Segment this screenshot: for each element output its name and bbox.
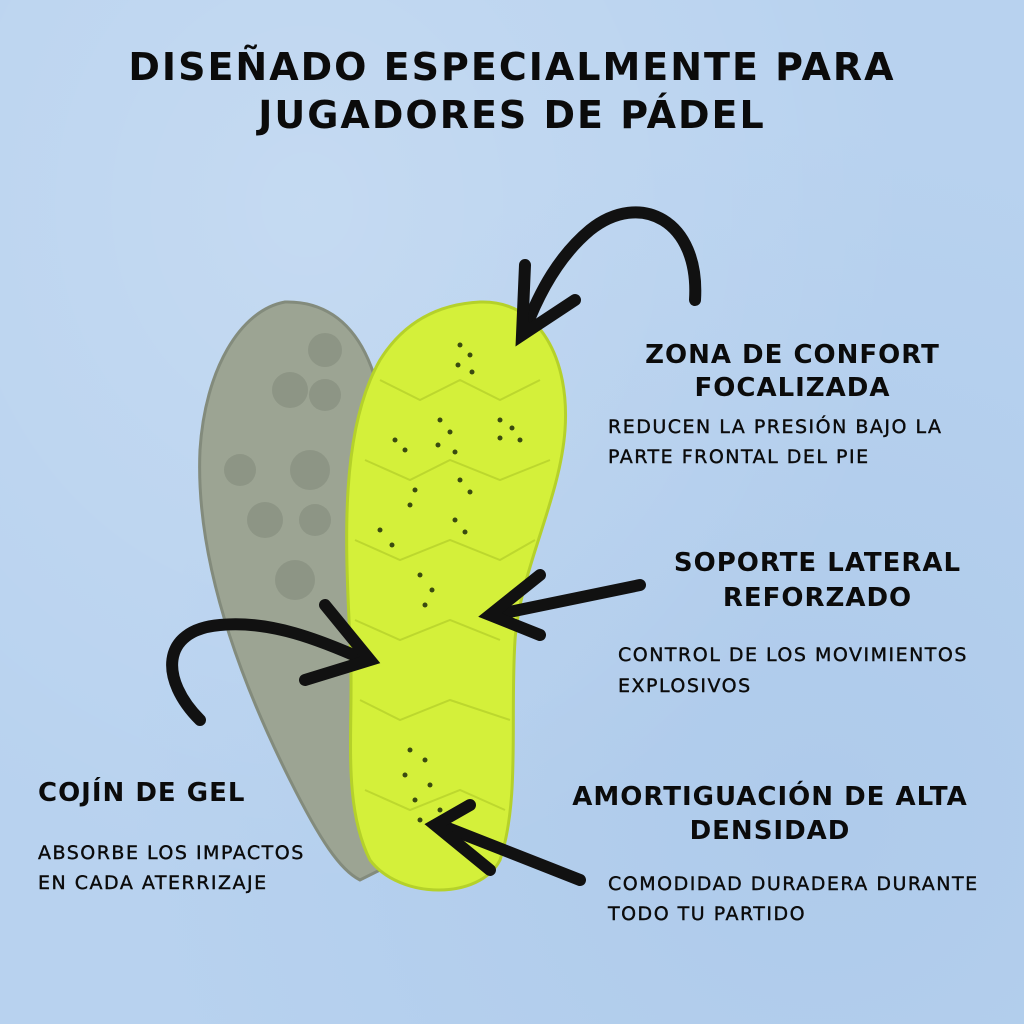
lateral-support-desc: CONTROL DE LOS MOVIMIENTOS (618, 644, 968, 666)
lateral-support-desc-2: EXPLOSIVOS (618, 675, 752, 697)
arrow-lateral-support-head (478, 569, 546, 641)
gel-cushion-desc: ABSORBE LOS IMPACTOS (38, 842, 305, 864)
lateral-support-heading-2: REFORZADO (722, 583, 913, 613)
title-line-1: DISEÑADO ESPECIALMENTE PARA (128, 45, 896, 89)
comfort-zone-desc: REDUCEN LA PRESIÓN BAJO LA (608, 416, 943, 438)
arrows (166, 206, 702, 886)
density-desc-2: TODO TU PARTIDO (608, 903, 807, 925)
arrow-lateral-support (489, 579, 646, 621)
arrow-comfort-zone-head (515, 259, 581, 347)
arrow-gel-cushion (166, 618, 371, 726)
density-heading-2: DENSIDAD (689, 816, 851, 846)
arrow-gel-cushion-head (299, 599, 381, 686)
title-line-2: JUGADORES DE PÁDEL (258, 93, 766, 137)
arrow-density (434, 819, 586, 886)
gel-cushion-desc-2: EN CADA ATERRIZAJE (38, 872, 268, 894)
gel-cushion-heading: COJÍN DE GEL (38, 778, 246, 808)
green-insole (345, 300, 568, 892)
arrow-comfort-zone (519, 206, 702, 336)
comfort-zone-heading-2: FOCALIZADA (694, 373, 891, 403)
density-desc: COMODIDAD DURADERA DURANTE (608, 873, 979, 895)
comfort-zone-desc-2: PARTE FRONTAL DEL PIE (608, 446, 870, 468)
density-heading: AMORTIGUACIÓN DE ALTA (572, 782, 968, 812)
lateral-support-heading: SOPORTE LATERAL (673, 548, 962, 578)
arrow-density-head (424, 799, 496, 876)
comfort-zone-heading: ZONA DE CONFORT (645, 340, 940, 370)
